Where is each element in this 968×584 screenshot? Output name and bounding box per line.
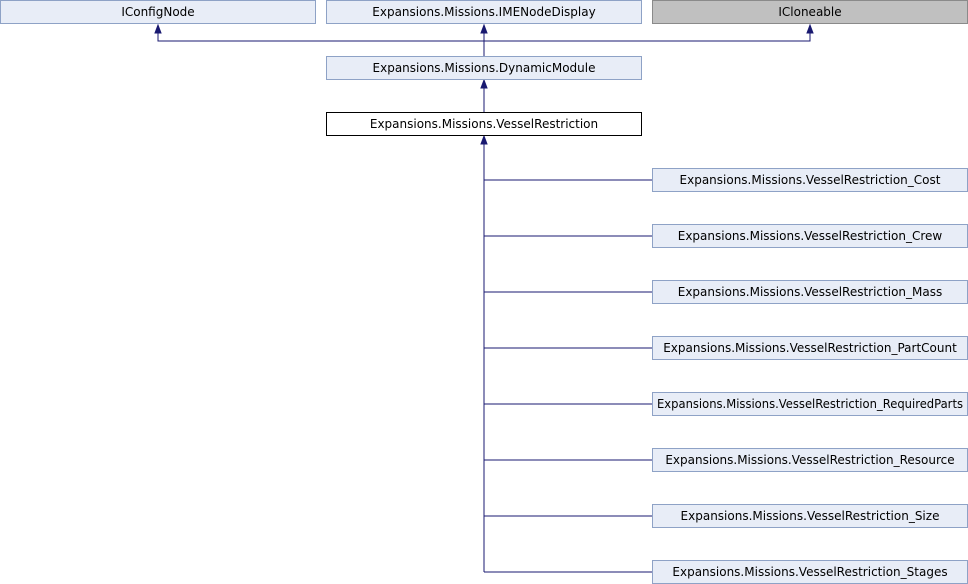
node-vr-size[interactable]: Expansions.Missions.VesselRestriction_Si… — [652, 504, 968, 528]
node-vr-stages[interactable]: Expansions.Missions.VesselRestriction_St… — [652, 560, 968, 584]
node-label: Expansions.Missions.VesselRestriction_Re… — [665, 453, 954, 467]
arrowhead-imenodedisplay — [480, 23, 488, 34]
node-label: Expansions.Missions.VesselRestriction_Co… — [680, 173, 941, 187]
node-label: Expansions.Missions.DynamicModule — [373, 61, 596, 75]
node-label: Expansions.Missions.VesselRestriction_St… — [672, 565, 947, 579]
node-vesselrestriction: Expansions.Missions.VesselRestriction — [326, 112, 642, 136]
node-icloneable: ICloneable — [652, 0, 968, 24]
node-label: Expansions.Missions.VesselRestriction_Pa… — [663, 341, 957, 355]
node-vr-resource[interactable]: Expansions.Missions.VesselRestriction_Re… — [652, 448, 968, 472]
edges-layer — [154, 23, 814, 573]
node-vr-requiredparts[interactable]: Expansions.Missions.VesselRestriction_Re… — [652, 392, 968, 416]
edge-dynamicmodule-to-icloneable — [483, 33, 811, 56]
arrowhead-icloneable — [806, 23, 814, 34]
node-label: Expansions.Missions.VesselRestriction_Si… — [681, 509, 940, 523]
node-label: Expansions.Missions.IMENodeDisplay — [372, 5, 595, 19]
node-label: IConfigNode — [121, 5, 194, 19]
node-vr-partcount[interactable]: Expansions.Missions.VesselRestriction_Pa… — [652, 336, 968, 360]
node-label: Expansions.Missions.VesselRestriction — [370, 117, 598, 131]
node-imenodedisplay[interactable]: Expansions.Missions.IMENodeDisplay — [326, 0, 642, 24]
arrowhead-dynamicmodule — [480, 78, 488, 89]
node-vr-crew[interactable]: Expansions.Missions.VesselRestriction_Cr… — [652, 224, 968, 248]
node-label: Expansions.Missions.VesselRestriction_Ma… — [678, 285, 942, 299]
node-label: ICloneable — [778, 5, 841, 19]
node-vr-cost[interactable]: Expansions.Missions.VesselRestriction_Co… — [652, 168, 968, 192]
node-label: Expansions.Missions.VesselRestriction_Cr… — [678, 229, 943, 243]
edge-dynamicmodule-to-iconfignode — [157, 33, 485, 56]
arrowhead-vesselrestriction — [480, 134, 488, 145]
arrowhead-iconfignode — [154, 23, 162, 34]
node-vr-mass[interactable]: Expansions.Missions.VesselRestriction_Ma… — [652, 280, 968, 304]
node-iconfignode[interactable]: IConfigNode — [0, 0, 316, 24]
node-dynamicmodule[interactable]: Expansions.Missions.DynamicModule — [326, 56, 642, 80]
node-label: Expansions.Missions.VesselRestriction_Re… — [657, 397, 963, 411]
